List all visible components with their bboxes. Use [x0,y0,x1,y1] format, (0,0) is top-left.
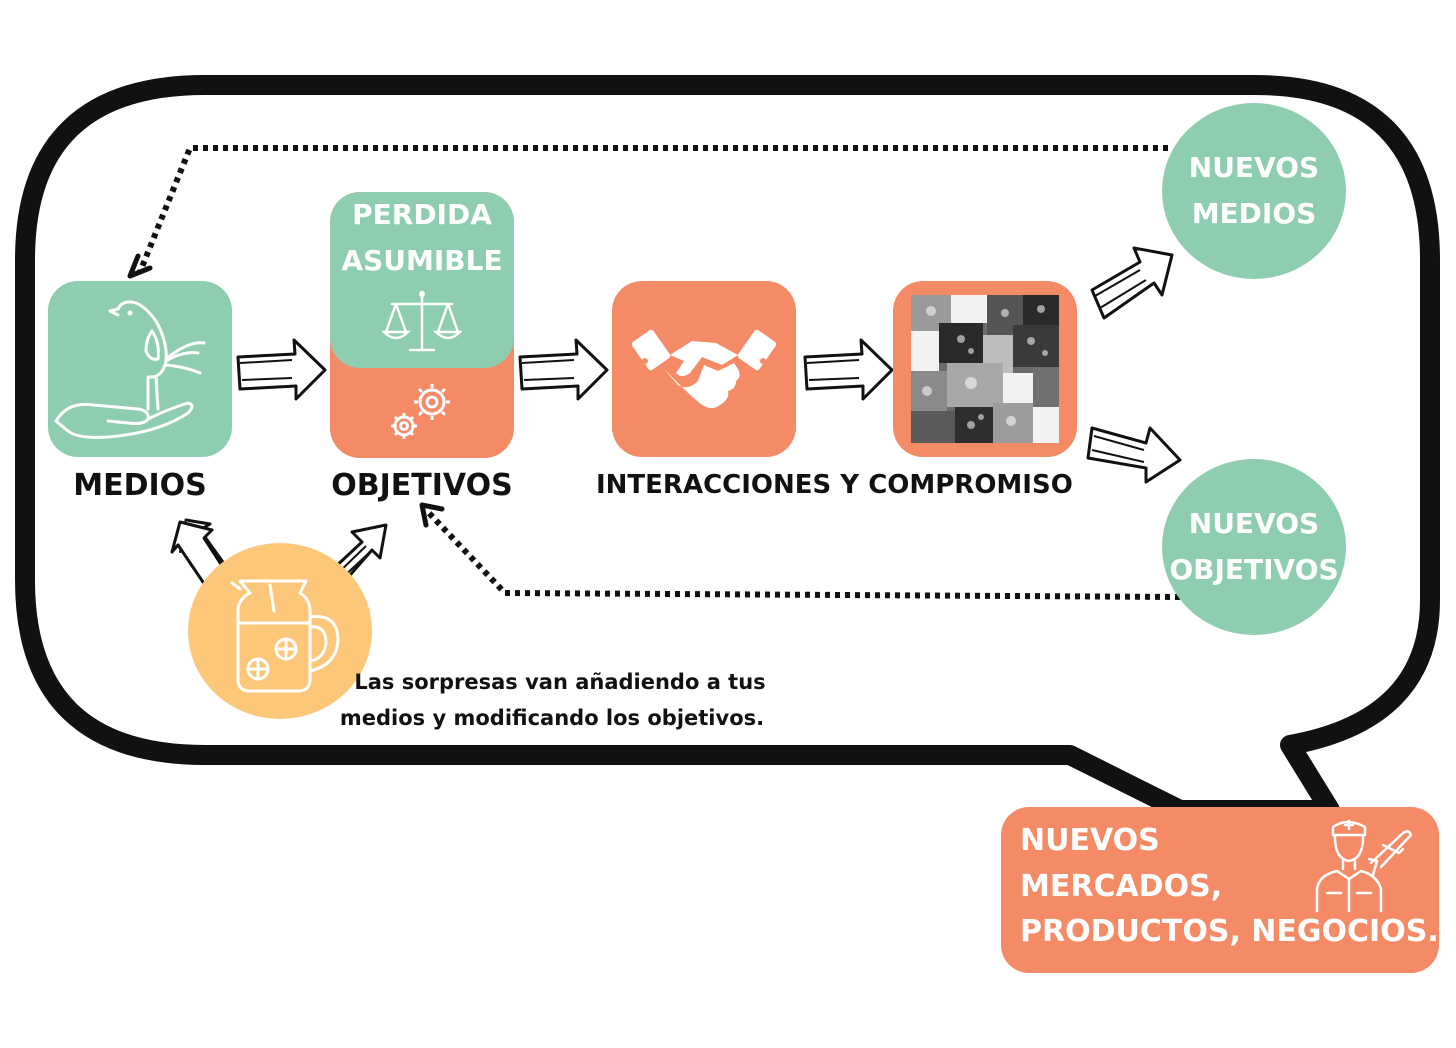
flow-arrow-3 [803,338,894,401]
patchwork-quilt-icon [911,295,1059,443]
interacciones-card [612,281,796,457]
perdida-asumible-line1: PERDIDA [352,198,492,231]
nuevos-medios-line1: NUEVOS [1188,151,1320,184]
nuevos-objetivos-line2: OBJETIVOS [1169,553,1339,586]
nuevos-objetivos-line1: NUEVOS [1188,507,1320,540]
flow-arrow-1 [236,338,327,401]
gears-icon [391,384,450,439]
nuevos-medios-line2: MEDIOS [1191,197,1317,230]
flow-arrow-down-right [1086,426,1182,484]
nuevos-objetivos-circle: NUEVOS OBJETIVOS [1162,459,1346,635]
surprise-text-line2: medios y modificando los objetivos. [339,706,765,730]
surprise-text-line1: Las sorpresas van añadiendo a tus [354,670,766,694]
perdida-asumible-line2: ASUMIBLE [341,244,503,277]
flow-arrow-2 [518,338,609,401]
objetivos-label: OBJETIVOS [331,468,513,503]
pilot-airplane-icon [1315,819,1413,913]
handshake-icon [631,329,777,408]
interacciones-label: INTERACCIONES Y COMPROMISO [596,470,1073,500]
lemonade-circle [188,543,372,719]
flow-arrow-up-right [1090,246,1174,320]
feedback-arrow-to-objetivos [419,502,1181,600]
perdida-asumible-panel: PERDIDA ASUMIBLE [330,192,514,368]
lemonade-pitcher-icon [230,579,340,693]
result-line1: NUEVOS [1020,823,1160,858]
medios-card [48,281,232,457]
result-card: NUEVOS MERCADOS, PRODUCTOS, NEGOCIOS... [1001,807,1439,973]
nuevos-medios-circle: NUEVOS MEDIOS [1162,103,1346,279]
objetivos-card: PERDIDA ASUMIBLE [330,192,514,458]
result-line2: MERCADOS, [1020,869,1223,904]
patchwork-card [893,281,1077,457]
bird-on-hand-icon [54,300,206,439]
balance-scale-icon [382,290,462,352]
feedback-arrow-to-medios [127,145,1168,279]
medios-label: MEDIOS [73,468,207,503]
speech-bubble-outline [15,75,1440,820]
result-line3: PRODUCTOS, NEGOCIOS... [1020,914,1439,949]
